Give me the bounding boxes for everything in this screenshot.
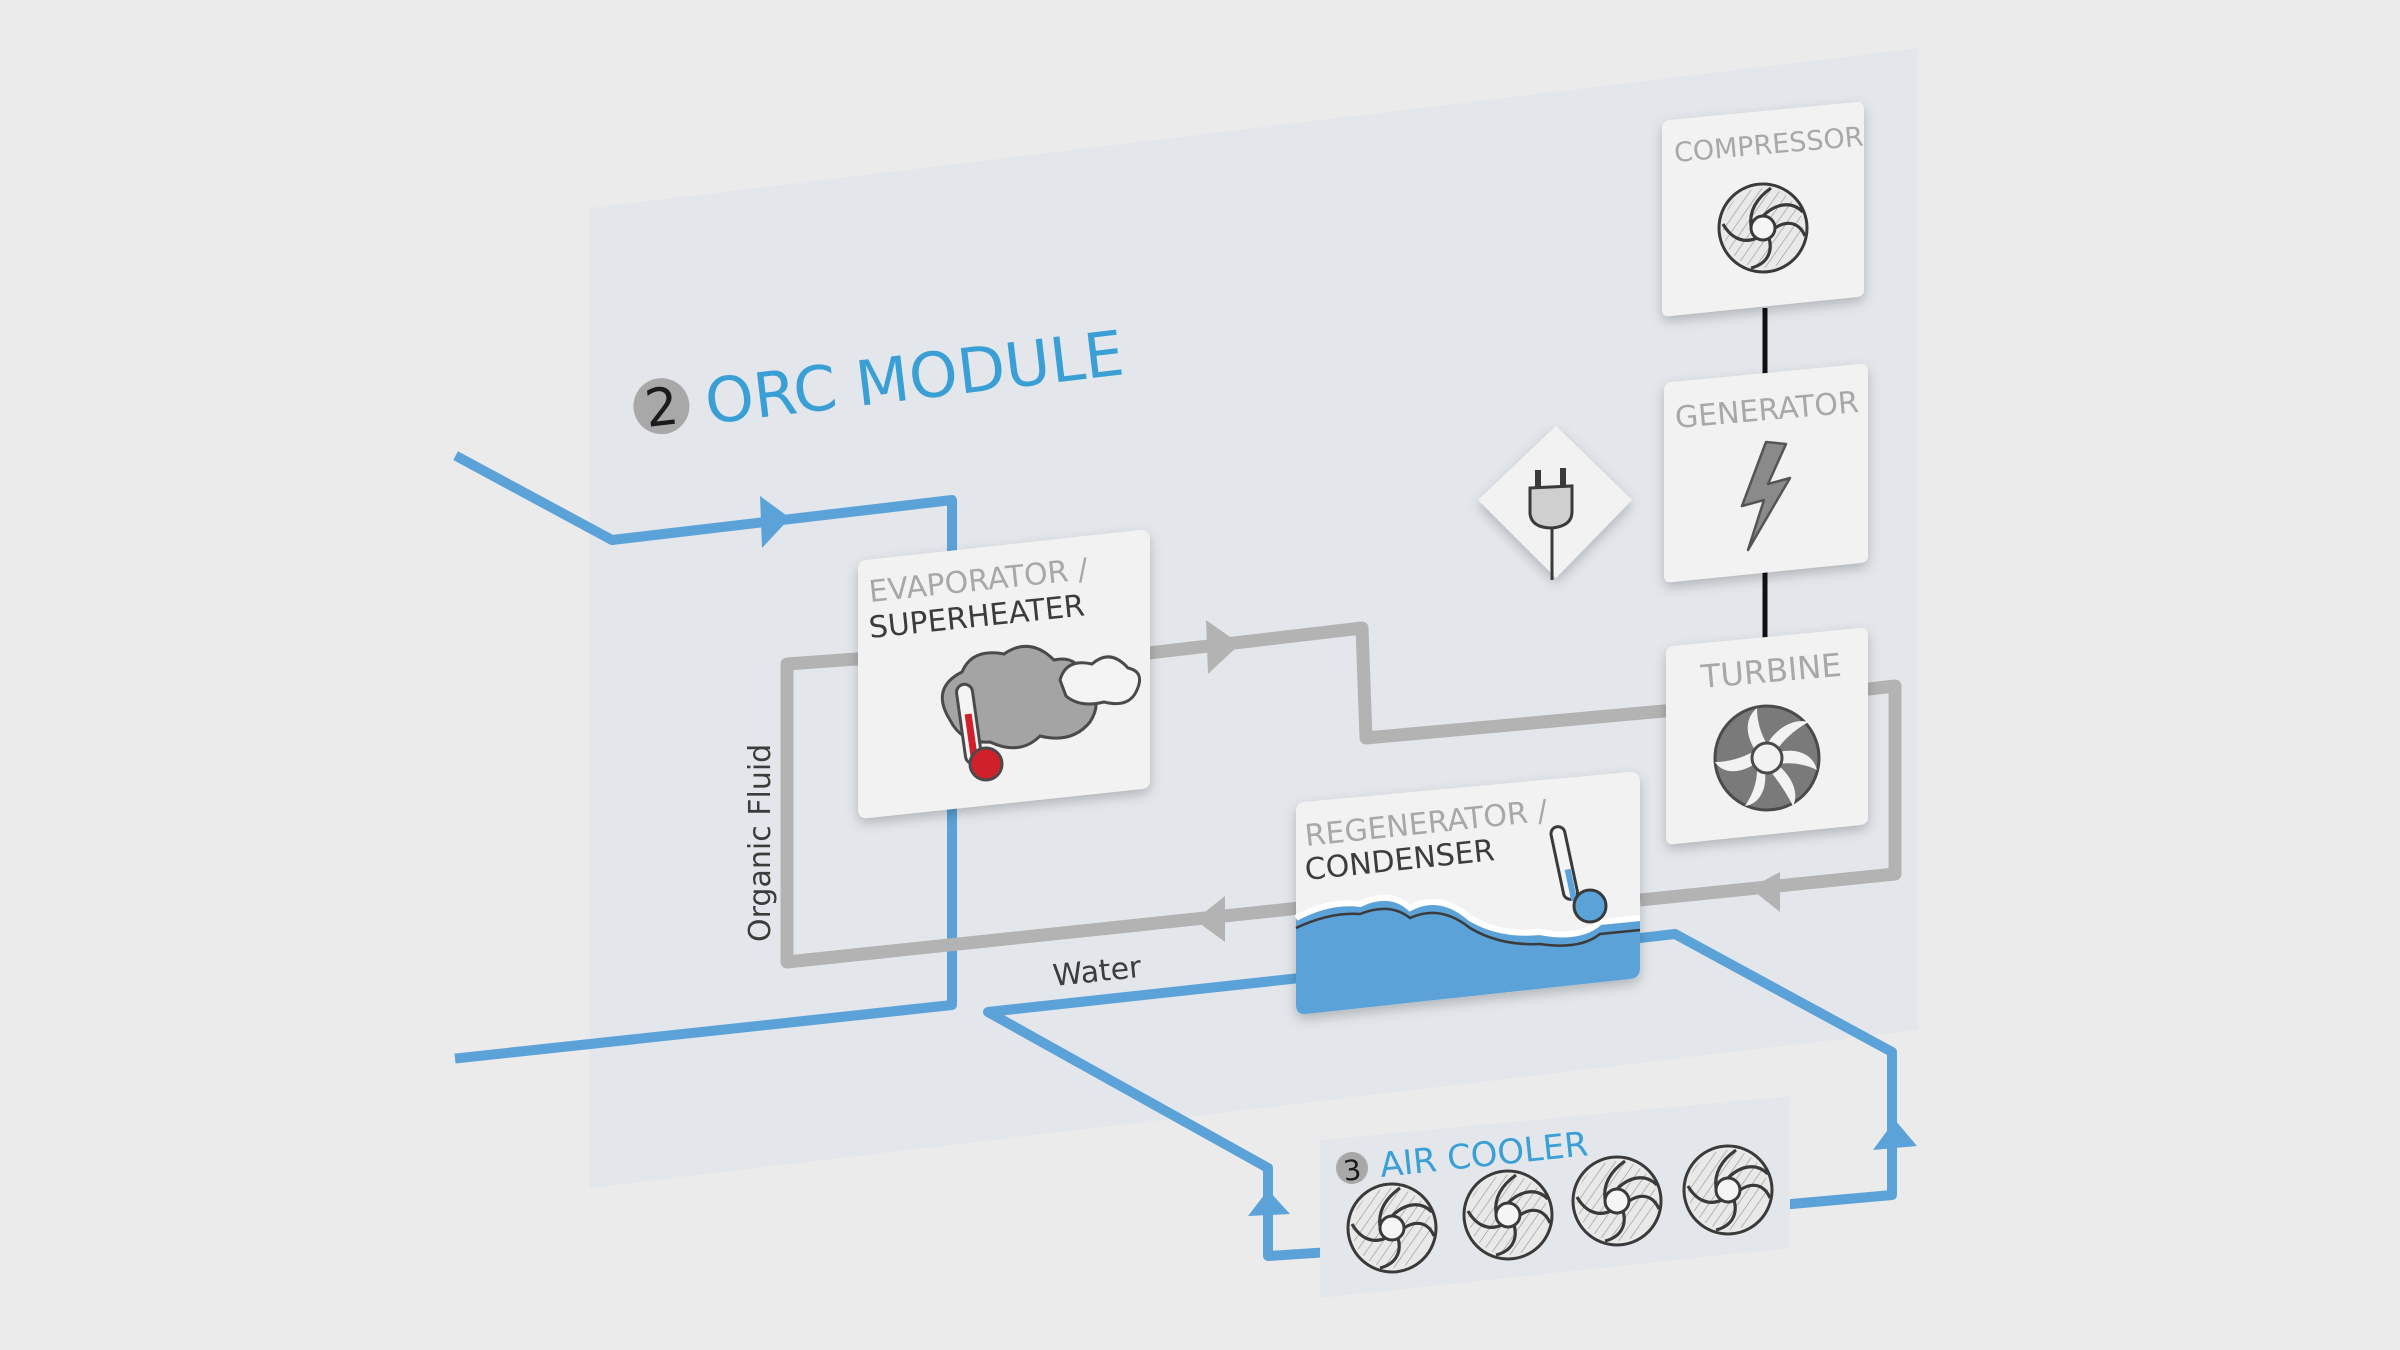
module-number: 2 [642, 376, 682, 439]
air-cooler-number: 3 [1342, 1153, 1363, 1188]
plug-icon [1528, 468, 1574, 580]
water-to-aircooler-line [983, 972, 1336, 1261]
cloud-thermometer-icon [940, 644, 1142, 782]
fluid-arrow-right [1750, 872, 1780, 912]
air-cooler-fan-2 [1462, 1169, 1554, 1261]
organic-fluid-label: Organic Fluid [743, 744, 778, 942]
air-cooler-panel [1320, 1096, 1790, 1298]
air-cooler-number-badge [1336, 1152, 1368, 1184]
fluid-flow-arrows [1195, 620, 1780, 942]
module-number-badge [633, 378, 690, 435]
air-cooler-fan-1 [1346, 1182, 1438, 1274]
aircooler-return-arrow [1873, 1120, 1917, 1150]
fluid-arrow-bottom [1195, 896, 1225, 942]
aircooler-in-arrow [1248, 1190, 1290, 1216]
fluid-top-line [1139, 621, 1676, 745]
fluid-arrow-top [1206, 620, 1240, 674]
inlet-flow-arrow [760, 496, 790, 548]
fluid-left-line [780, 651, 1301, 969]
water-return-line [1634, 929, 1897, 1211]
wave-thermometer-icon [1549, 825, 1608, 924]
water-flow-arrows [760, 496, 1917, 1216]
air-cooler-fan-3 [1571, 1155, 1663, 1247]
lightning-icon [1740, 440, 1792, 552]
hot-source-outlet-line [454, 803, 957, 1064]
air-cooler-fan-4 [1682, 1144, 1774, 1236]
